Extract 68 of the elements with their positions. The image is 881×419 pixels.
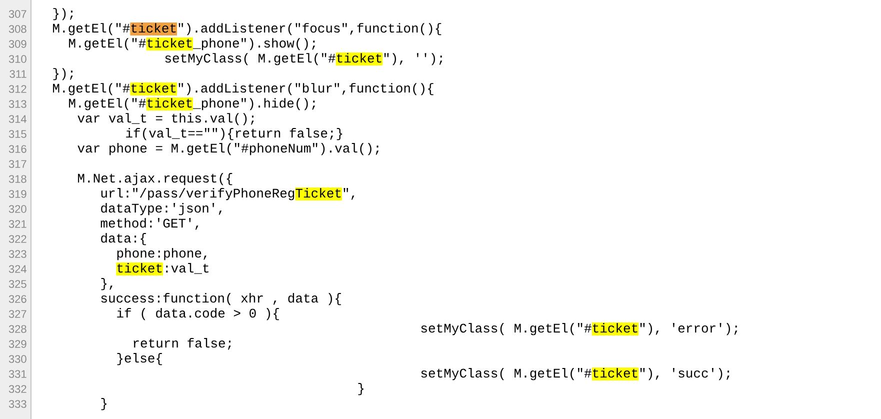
code-text: ", [344, 188, 354, 200]
code-text: var val_t = this.val(); [78, 113, 254, 126]
code-text: success:function( xhr , data ){ [101, 293, 341, 306]
highlighted-text: ticket [130, 22, 178, 36]
line-number: 330 [8, 355, 26, 363]
line-number: 319 [8, 190, 26, 198]
line-number: 318 [8, 175, 26, 183]
code-text: ").addListener("focus",function(){ [178, 23, 442, 36]
code-text: M.Net.ajax.request({ [78, 173, 232, 186]
code-text: "), ''); [384, 53, 442, 66]
line-number: 317 [8, 160, 26, 168]
line-number: 307 [8, 10, 26, 18]
code-text: } [358, 383, 364, 396]
line-number: 314 [8, 115, 26, 123]
line-number: 324 [8, 265, 26, 273]
line-number: 311 [10, 70, 26, 78]
line-number: 320 [8, 205, 26, 213]
code-text: M.getEl("# [69, 98, 146, 110]
code-text: method:'GET', [100, 218, 198, 230]
code-text: setMyClass( M.getEl("# [421, 368, 592, 380]
code-text: M.getEl("# [53, 83, 130, 96]
code-text: setMyClass( M.getEl("# [165, 53, 336, 66]
code-text: :val_t [166, 263, 208, 274]
highlighted-text: ticket [592, 322, 639, 336]
line-number: 328 [8, 325, 26, 333]
line-number: 327 [8, 310, 26, 318]
line-number: 312 [8, 85, 26, 93]
highlighted-text: ticket [592, 367, 639, 380]
code-text: "), 'succ'); [640, 368, 730, 380]
highlighted-text: Ticket [295, 188, 342, 200]
code-text: var phone = M.getEl("#phoneNum").val(); [78, 143, 379, 156]
line-number: 321 [8, 220, 26, 228]
code-text: if(val_t==""){return false;} [126, 128, 342, 140]
code-text: ").addListener("blur",function(){ [178, 83, 434, 96]
highlighted-text: ticket [336, 52, 383, 66]
code-text: setMyClass( M.getEl("# [421, 323, 592, 336]
line-number: 333 [8, 400, 26, 408]
line-number: 332 [8, 385, 26, 393]
code-text: }else{ [117, 353, 162, 366]
code-text: url:"/pass/verifyPhoneReg [101, 188, 294, 200]
line-number: 310 [8, 55, 26, 63]
code-text: M.getEl("# [69, 38, 146, 50]
line-number: 316 [8, 145, 26, 153]
highlighted-text: ticket [116, 262, 164, 276]
line-number: 322 [8, 235, 26, 243]
line-number: 313 [8, 100, 26, 108]
highlighted-text: ticket [146, 38, 194, 50]
code-text: } [101, 398, 107, 410]
code-text: return false; [134, 338, 231, 350]
line-number: 315 [8, 130, 26, 138]
code-text: if ( data.code > 0 ){ [117, 308, 279, 320]
line-number: 329 [8, 340, 26, 348]
line-number: 308 [8, 25, 26, 33]
code-text: }, [101, 278, 112, 290]
line-number: 326 [8, 295, 26, 303]
line-number: 325 [8, 280, 26, 288]
code-text: }); [53, 8, 73, 20]
code-text: "), 'error'); [640, 323, 738, 336]
highlighted-text: ticket [146, 98, 194, 110]
line-number: 323 [8, 250, 26, 258]
code-text: phone:phone, [117, 248, 206, 260]
line-number: 331 [8, 370, 26, 378]
code-text: M.getEl("# [53, 23, 130, 36]
code-text: dataType:'json', [101, 203, 222, 216]
code-text: }); [53, 68, 73, 80]
code-text: data:{ [101, 233, 146, 246]
line-number: 309 [8, 40, 26, 48]
highlighted-text: ticket [130, 82, 178, 96]
